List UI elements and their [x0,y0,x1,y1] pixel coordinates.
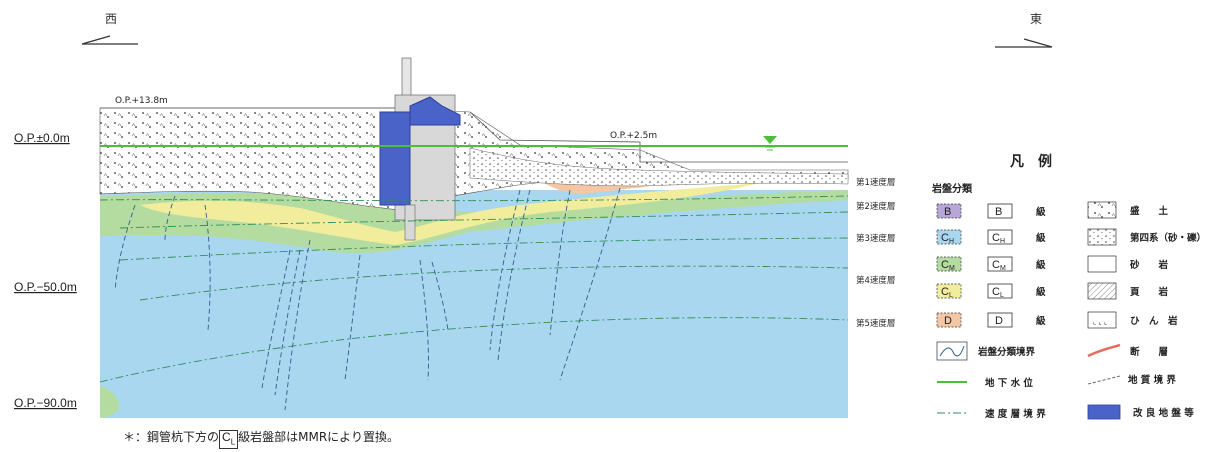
improved-ground-legend-label: 改 良 地 盤 等 [1133,407,1194,419]
velocity-boundaries [99,195,849,383]
steel-pipe-pile [404,204,416,241]
fault-legend-label: 断 層 [1130,346,1168,358]
op-plus25-label: O.P.+2.5m [610,131,657,141]
lithology-porphyrite-label: ひ ん 岩 [1130,315,1178,327]
elevation-op-90: O.P.−90.0m [14,396,77,410]
groundwater-marker-icon [763,136,777,151]
west-label: 西 [105,12,117,26]
svg-text:B: B [995,206,1002,218]
west-arrow-icon [81,35,138,45]
rock-boundary-label: 岩盤分類境界 [977,346,1036,358]
rock-class-b-label: 級 [1036,206,1046,218]
footnote-code-box: CL [219,430,239,450]
cm-pocket [100,385,120,418]
lithology-sandstone-label: 砂 岩 [1130,259,1169,271]
legend: 凡 例 岩盤分類 B B 級 CH CH 級 CM CM 級 CL CL 級 D… [931,153,1206,420]
velocity-layer-1: 第1速度層 [856,177,895,188]
rock-class-cl-label: 級 [1036,286,1046,298]
velocity-layer-4: 第4速度層 [856,275,895,286]
svg-text:D: D [995,315,1003,327]
lithology-quaternary-label: 第四系（砂・礫） [1130,232,1206,244]
velocity-layer-2: 第2速度層 [856,201,895,212]
quaternary-layer [469,147,849,187]
east-label: 東 [1030,12,1042,26]
elevation-op-50: O.P.−50.0m [14,280,77,294]
velocity-layer-5: 第5速度層 [856,318,895,329]
faults [114,187,621,411]
improved-ground-left [379,111,411,206]
op-plus138-label: O.P.+13.8m [115,96,168,106]
svg-text:D: D [944,315,952,327]
rock-class-d-label: 級 [1036,315,1046,327]
cl-layer [140,183,760,245]
rock-class-cm-label: 級 [1036,259,1046,271]
svg-text:⌞ ⌞ ⌞: ⌞ ⌞ ⌞ [1093,318,1107,326]
rock-class-ch-label: 級 [1036,232,1046,244]
lithology-fill-label: 盛 土 [1130,205,1169,217]
footnote-prefix: ＊：鋼管杭下方の [123,430,220,444]
east-arrow-icon [995,38,1053,48]
geologic-boundary-legend-label: 地 質 境 界 [1128,374,1176,386]
svg-text:B: B [944,206,951,218]
svg-text:CL: CL [941,286,953,299]
legend-title: 凡 例 [1010,153,1052,170]
velocity-boundary-legend-label: 速 度 層 境 界 [985,408,1046,420]
velocity-layer-3: 第3速度層 [856,233,895,244]
rock-class-title: 岩盤分類 [931,182,973,195]
elevation-op0: O.P.±0.0m [14,131,70,145]
lithology-shale-label: 頁 岩 [1130,286,1169,298]
footnote-suffix: 級岩盤部はMMRにより置換。 [238,430,399,444]
improved-ground-top [409,96,461,126]
groundwater-legend-label: 地 下 水 位 [985,377,1033,389]
svg-text:CL: CL [992,286,1004,299]
